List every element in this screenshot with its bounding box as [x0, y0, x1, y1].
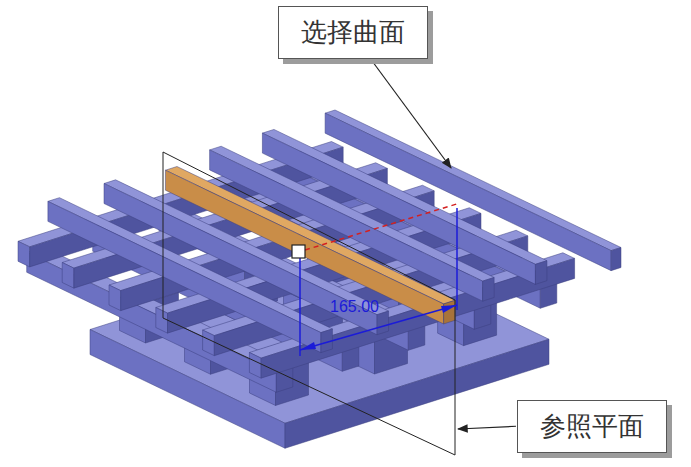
beam-face [483, 277, 495, 301]
dimension-value: 165.00 [330, 298, 379, 316]
dimension-arrow [441, 305, 457, 313]
leader-line [371, 60, 451, 169]
offset-line [305, 203, 460, 250]
extension-line [299, 258, 301, 356]
callout-text: 选择曲面 [301, 16, 405, 49]
callout-box: 选择曲面 [278, 6, 428, 59]
beam-face [535, 261, 547, 285]
callout-text: 参照平面 [540, 410, 644, 443]
beam-face [203, 330, 215, 356]
dimension-arrow [300, 342, 316, 350]
reference-plane [163, 152, 455, 455]
beam-face [611, 248, 621, 271]
drag-handle [292, 245, 305, 258]
beam-face [48, 201, 321, 352]
beam-face [18, 241, 30, 267]
beam-face [444, 300, 456, 324]
beam-face [109, 285, 121, 311]
beam-face [62, 263, 74, 289]
beam-face [156, 308, 168, 334]
callout-box: 参照平面 [517, 400, 667, 453]
beam-face [249, 353, 261, 379]
leader-line [458, 426, 516, 429]
extension-line [456, 208, 458, 310]
beam-face [48, 198, 333, 333]
